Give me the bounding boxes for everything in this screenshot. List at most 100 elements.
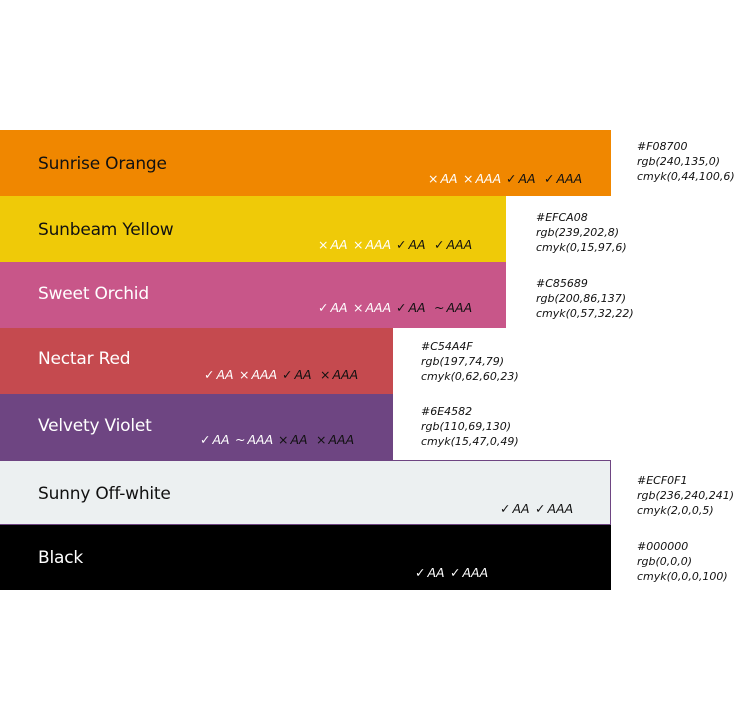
contrast-badge: ~AAA: [434, 300, 472, 315]
rgb-value: rgb(240,135,0): [637, 155, 721, 168]
contrast-level: AA: [212, 432, 230, 447]
contrast-level: AA: [512, 501, 530, 516]
contrast-badge: ×AAA: [353, 300, 391, 315]
contrast-badge: ✓AA: [204, 367, 234, 382]
contrast-level: AAA: [247, 432, 274, 447]
swatch-name: Sunrise Orange: [38, 154, 167, 174]
tilde-icon: ~: [235, 432, 246, 447]
contrast-level: AA: [518, 171, 536, 186]
contrast-badge: ✓AA: [396, 300, 426, 315]
hex-value: #C54A4F: [421, 340, 473, 353]
contrast-badge: ×AAA: [320, 367, 358, 382]
hex-value: #6E4582: [421, 405, 473, 418]
cmyk-value: cmyk(0,44,100,6): [637, 170, 735, 183]
check-icon: ✓: [506, 171, 517, 186]
swatch-name: Nectar Red: [38, 349, 131, 369]
cross-icon: ×: [320, 367, 331, 382]
rgb-value: rgb(0,0,0): [637, 555, 693, 568]
swatch-band-sunny-off-white: Sunny Off-white ✓AA✓AAA: [0, 460, 611, 525]
contrast-badge: ✓AA: [506, 171, 536, 186]
contrast-level: AA: [408, 237, 426, 252]
cross-icon: ×: [353, 237, 364, 252]
swatch-info-sunrise-orange: #F08700 rgb(240,135,0) cmyk(0,44,100,6): [637, 139, 735, 184]
swatch-name: Sunbeam Yellow: [38, 220, 174, 240]
contrast-level: AA: [330, 300, 348, 315]
swatch-name: Sweet Orchid: [38, 284, 149, 304]
check-icon: ✓: [204, 367, 215, 382]
contrast-level: AAA: [328, 432, 355, 447]
check-icon: ✓: [396, 300, 407, 315]
contrast-badge: ✓AA: [318, 300, 348, 315]
check-icon: ✓: [500, 501, 511, 516]
swatch-band-black: Black ✓AA✓AAA: [0, 525, 611, 590]
check-icon: ✓: [544, 171, 555, 186]
contrast-level: AAA: [365, 300, 392, 315]
cross-icon: ×: [463, 171, 474, 186]
cmyk-value: cmyk(0,15,97,6): [536, 241, 627, 254]
contrast-level: AA: [290, 432, 308, 447]
hex-value: #000000: [637, 540, 689, 553]
swatch-info-velvety-violet: #6E4582 rgb(110,69,130) cmyk(15,47,0,49): [421, 404, 519, 449]
hex-value: #F08700: [637, 140, 688, 153]
hex-value: #EFCA08: [536, 211, 588, 224]
contrast-level: AAA: [556, 171, 583, 186]
cmyk-value: cmyk(0,57,32,22): [536, 307, 634, 320]
contrast-badge: ×AA: [278, 432, 308, 447]
swatch-name: Black: [38, 548, 83, 568]
contrast-badge: ✓AA: [200, 432, 230, 447]
check-icon: ✓: [415, 565, 426, 580]
check-icon: ✓: [200, 432, 211, 447]
contrast-badge: ✓AA: [500, 501, 530, 516]
contrast-badge: ×AAA: [239, 367, 277, 382]
contrast-level: AA: [408, 300, 426, 315]
contrast-level: AA: [216, 367, 234, 382]
swatch-band-sweet-orchid: Sweet Orchid ✓AA×AAA✓AA~AAA: [0, 262, 506, 328]
contrast-level: AA: [427, 565, 445, 580]
contrast-badge: ×AAA: [316, 432, 354, 447]
contrast-level: AAA: [475, 171, 502, 186]
hex-value: #C85689: [536, 277, 588, 290]
contrast-badge: ✓AAA: [434, 237, 472, 252]
contrast-level: AAA: [462, 565, 489, 580]
contrast-badge: ✓AAA: [535, 501, 573, 516]
cross-icon: ×: [318, 237, 329, 252]
contrast-level: AAA: [332, 367, 359, 382]
rgb-value: rgb(236,240,241): [637, 489, 735, 502]
swatch-band-nectar-red: Nectar Red ✓AA×AAA✓AA×AAA: [0, 328, 393, 394]
swatch-info-sweet-orchid: #C85689 rgb(200,86,137) cmyk(0,57,32,22): [536, 276, 634, 321]
swatch-info-black: #000000 rgb(0,0,0) cmyk(0,0,0,100): [637, 539, 728, 584]
cross-icon: ×: [428, 171, 439, 186]
check-icon: ✓: [535, 501, 546, 516]
check-icon: ✓: [434, 237, 445, 252]
contrast-level: AA: [440, 171, 458, 186]
cross-icon: ×: [353, 300, 364, 315]
hex-value: #ECF0F1: [637, 474, 688, 487]
rgb-value: rgb(200,86,137): [536, 292, 627, 305]
contrast-badge: ~AAA: [235, 432, 273, 447]
contrast-level: AAA: [547, 501, 574, 516]
rgb-value: rgb(197,74,79): [421, 355, 505, 368]
swatch-name: Velvety Violet: [38, 416, 152, 436]
contrast-badge: ✓AA: [282, 367, 312, 382]
check-icon: ✓: [450, 565, 461, 580]
contrast-level: AA: [294, 367, 312, 382]
rgb-value: rgb(110,69,130): [421, 420, 512, 433]
swatch-band-sunbeam-yellow: Sunbeam Yellow ×AA×AAA✓AA✓AAA: [0, 196, 506, 262]
swatch-band-sunrise-orange: Sunrise Orange ×AA×AAA✓AA✓AAA: [0, 130, 611, 196]
swatch-info-sunbeam-yellow: #EFCA08 rgb(239,202,8) cmyk(0,15,97,6): [536, 210, 627, 255]
cmyk-value: cmyk(2,0,0,5): [637, 504, 714, 517]
contrast-level: AAA: [365, 237, 392, 252]
contrast-badge: ✓AAA: [544, 171, 582, 186]
contrast-badge: ×AA: [318, 237, 348, 252]
check-icon: ✓: [396, 237, 407, 252]
swatch-info-sunny-off-white: #ECF0F1 rgb(236,240,241) cmyk(2,0,0,5): [637, 473, 734, 518]
contrast-badge: ×AAA: [463, 171, 501, 186]
check-icon: ✓: [282, 367, 293, 382]
swatch-info-nectar-red: #C54A4F rgb(197,74,79) cmyk(0,62,60,23): [421, 339, 519, 384]
cmyk-value: cmyk(0,0,0,100): [637, 570, 728, 583]
contrast-badge: ×AAA: [353, 237, 391, 252]
contrast-level: AAA: [446, 237, 473, 252]
cmyk-value: cmyk(0,62,60,23): [421, 370, 519, 383]
check-icon: ✓: [318, 300, 329, 315]
contrast-badge: ✓AAA: [450, 565, 488, 580]
